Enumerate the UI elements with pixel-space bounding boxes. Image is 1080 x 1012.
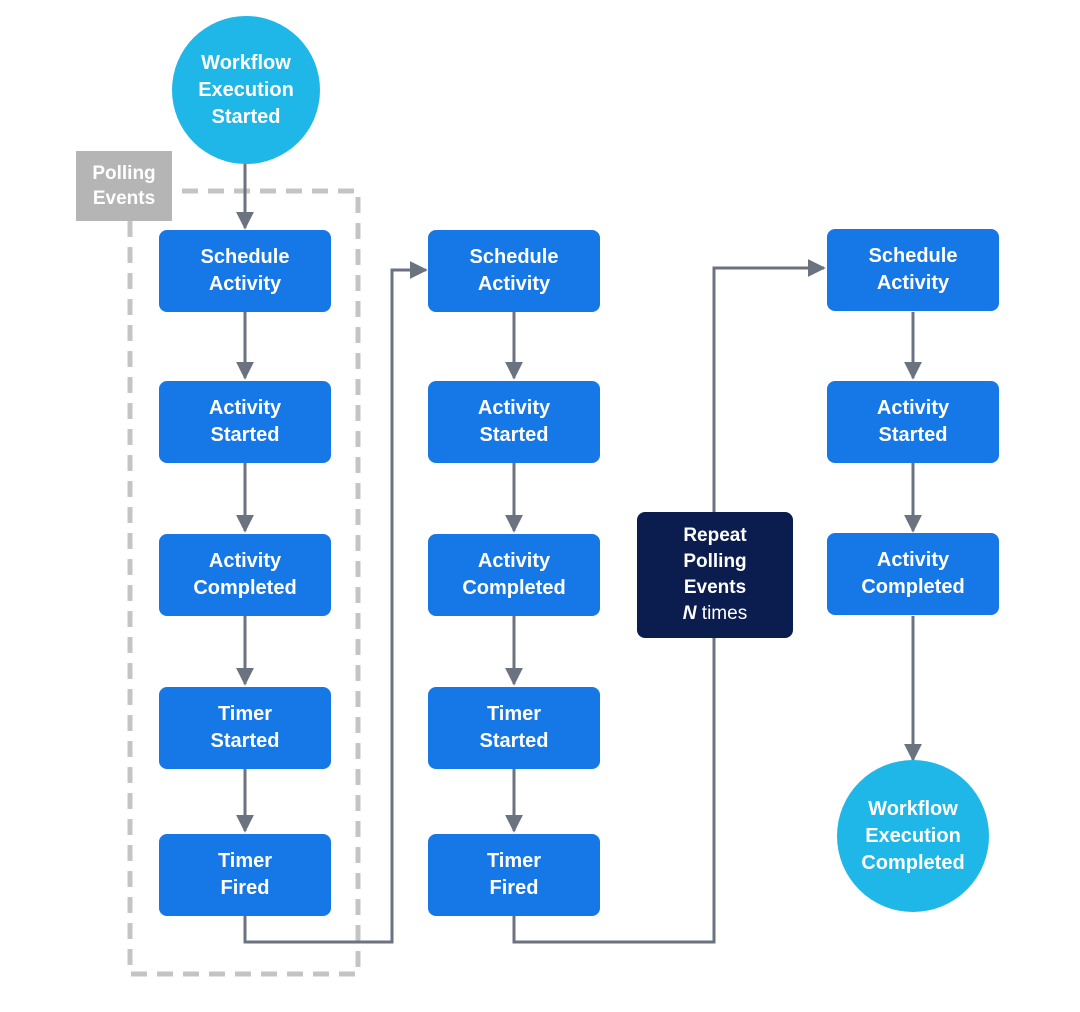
group-label-line-1: Polling (92, 163, 156, 184)
node-line: Activity (208, 273, 282, 295)
workflow-execution-completed-node: Workflow Execution Completed (837, 760, 989, 912)
node-line: Schedule (868, 245, 958, 267)
end-line-1: Workflow (868, 797, 958, 820)
node-line: Activity (477, 397, 551, 419)
node-line: Activity (208, 397, 282, 419)
node-line: Completed (861, 576, 965, 598)
start-line-3: Started (211, 105, 281, 128)
repeat-line-1: Repeat (683, 525, 747, 546)
repeat-suffix: times (696, 603, 748, 624)
node-line: Activity (876, 397, 950, 419)
node-line: Activity (876, 549, 950, 571)
repeat-line-2: Polling (683, 551, 747, 572)
node-line: Activity (876, 272, 950, 294)
connector-c1-to-c2 (243, 261, 428, 944)
node-line: Started (878, 424, 948, 446)
node-line: Activity (477, 550, 551, 572)
node-line: Started (210, 730, 280, 752)
end-line-3: Completed (861, 851, 965, 874)
node-line: Started (479, 730, 549, 752)
repeat-polling-events-node: Repeat Polling Events N times (637, 512, 793, 638)
polling-events-label: Polling Events (76, 151, 172, 221)
node-line: Completed (193, 577, 297, 599)
node-line: Schedule (200, 246, 290, 268)
node-line: Started (210, 424, 280, 446)
end-line-2: Execution (865, 824, 961, 847)
node-line: Activity (477, 273, 551, 295)
workflow-execution-started-node: Workflow Execution Started (172, 16, 320, 164)
node-line: Activity (208, 550, 282, 572)
node-line: Fired (220, 877, 270, 899)
node-line: Timer (486, 850, 542, 872)
node-line: Started (479, 424, 549, 446)
node-line: Fired (489, 877, 539, 899)
node-line: Timer (486, 703, 542, 725)
start-line-1: Workflow (201, 51, 291, 74)
node-line: Schedule (469, 246, 559, 268)
node-line: Timer (217, 850, 273, 872)
start-line-2: Execution (198, 78, 294, 101)
repeat-emphasis: N (682, 603, 697, 624)
node-line: Completed (462, 577, 566, 599)
node-line: Timer (217, 703, 273, 725)
group-label-line-2: Events (92, 188, 156, 209)
repeat-line-4: N times (683, 601, 747, 627)
connector-c2-to-c3 (512, 259, 826, 944)
repeat-line-3: Events (683, 577, 747, 598)
